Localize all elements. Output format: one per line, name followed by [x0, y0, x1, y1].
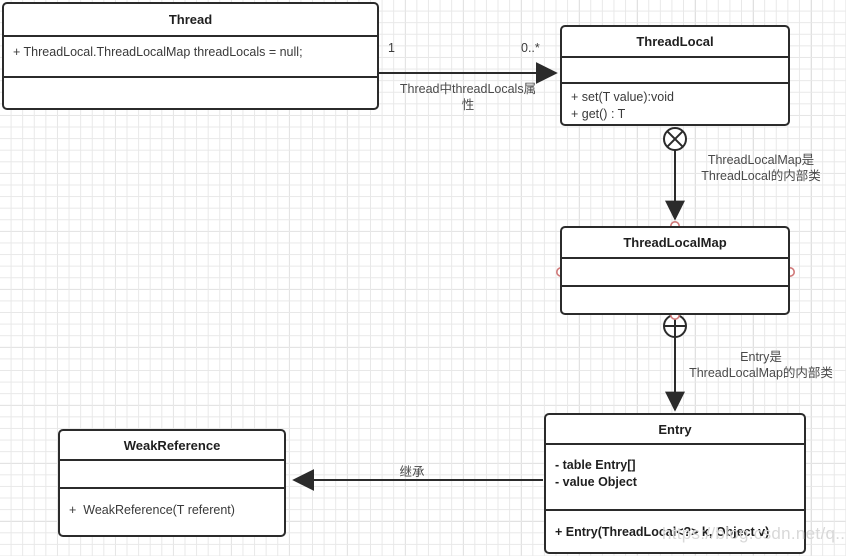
- class-title-entry: Entry: [546, 415, 804, 445]
- class-operations-weakreference: + WeakReference(T referent): [69, 503, 235, 517]
- class-attributes-thread: + ThreadLocal.ThreadLocalMap threadLocal…: [4, 37, 377, 78]
- class-box-threadlocal[interactable]: ThreadLocal + set(T value):void + get() …: [560, 25, 790, 126]
- class-title-threadlocal: ThreadLocal: [562, 27, 788, 58]
- class-box-weakreference[interactable]: WeakReference + WeakReference(T referent…: [58, 429, 286, 537]
- edge-label-threadlocalmap-to-entry: Entry是 ThreadLocalMap的内部类: [689, 350, 833, 380]
- class-attributes-entry: - table Entry[] - value Object: [546, 445, 804, 511]
- class-title-thread: Thread: [4, 4, 377, 37]
- multiplicity-target-threadlocal: 0..*: [521, 41, 540, 55]
- class-title-threadlocalmap: ThreadLocalMap: [562, 228, 788, 259]
- class-attributes-threadlocalmap: [562, 259, 788, 287]
- multiplicity-source-thread: 1: [388, 41, 395, 55]
- edge-label-entry-to-weakreference: 继承: [399, 465, 425, 479]
- edge-label-thread-to-threadlocal: Thread中threadLocals属 性: [399, 82, 537, 112]
- class-operations-threadlocalmap: [562, 287, 788, 313]
- class-box-thread[interactable]: Thread + ThreadLocal.ThreadLocalMap thre…: [2, 2, 379, 110]
- edge-label-threadlocal-to-threadlocalmap: ThreadLocalMap是 ThreadLocal的内部类: [701, 153, 821, 183]
- class-box-threadlocalmap[interactable]: ThreadLocalMap: [560, 226, 790, 315]
- watermark: https://blog.csdn.net/q...135: [662, 524, 846, 543]
- circled-x-icon: [663, 127, 687, 151]
- class-attributes-threadlocal: [562, 58, 788, 84]
- class-attributes-weakreference: [60, 461, 284, 489]
- class-operations-entry: + Entry(ThreadLocal<?> k, Object v): [555, 525, 770, 539]
- circled-plus-icon: [663, 314, 687, 338]
- class-box-entry[interactable]: Entry - table Entry[] - value Object + E…: [544, 413, 806, 554]
- class-title-weakreference: WeakReference: [60, 431, 284, 461]
- class-operations-threadlocal: + set(T value):void + get() : T: [571, 90, 674, 121]
- class-operations-thread: [4, 78, 377, 108]
